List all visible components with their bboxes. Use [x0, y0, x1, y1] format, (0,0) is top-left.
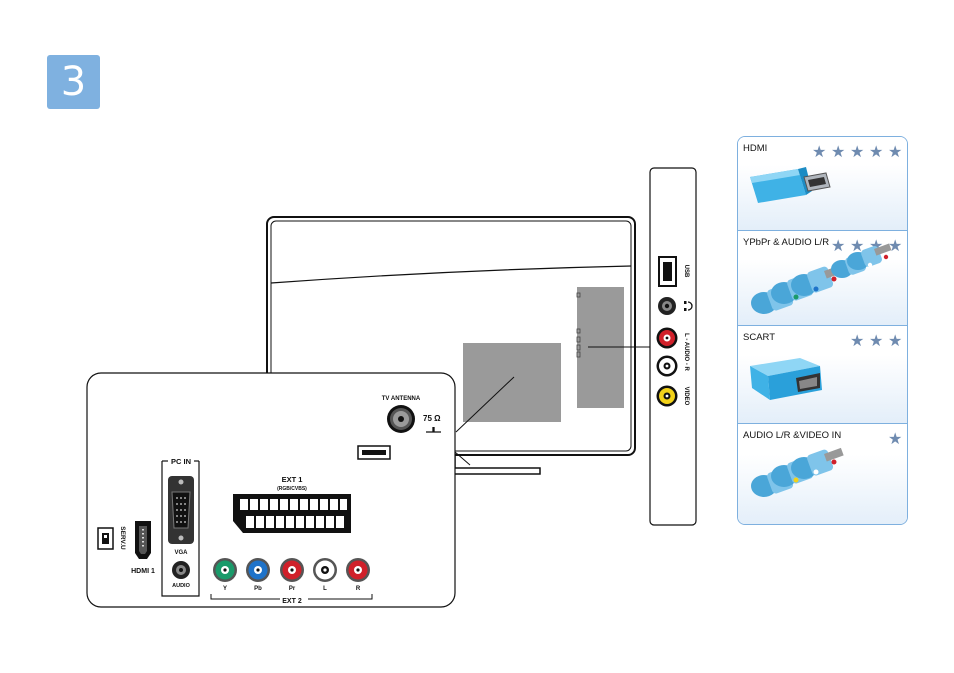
rating-stars: ★★★: [848, 331, 905, 350]
audio-port-r: [346, 558, 370, 582]
star-icon: ★: [869, 142, 884, 161]
port-label-l: L: [323, 586, 327, 592]
rear-connector-panel: TV ANTENNA 75 Ω EXT 1 (RGB/CVBS): [86, 372, 456, 608]
legend-title-hdmi: HDMI: [743, 143, 768, 154]
connection-quality-legend: HDMI ★★★★★ YPbPr & AUDIO L/R ★★★★: [737, 136, 908, 525]
ext2-label: EXT 2: [282, 598, 302, 605]
pc-in-bracket: [161, 467, 200, 597]
rear-connector-area: [463, 343, 561, 422]
port-label-y: Y: [223, 586, 227, 592]
audio-port-l: [313, 558, 337, 582]
legend-row-hdmi: HDMI ★★★★★: [738, 137, 907, 231]
hdmi1-label: HDMI 1: [131, 568, 155, 575]
ohm-label: 75 Ω: [423, 414, 441, 423]
antenna-port: [387, 405, 415, 433]
video-label: VIDEO: [683, 387, 689, 406]
component-port-pb: [246, 558, 270, 582]
star-icon: ★: [850, 236, 865, 255]
star-icon: ★: [850, 331, 865, 350]
star-icon: ★: [888, 236, 903, 255]
audio-lr-label: L - AUDIO - R: [683, 333, 689, 371]
pc-in-label: PC IN: [171, 457, 191, 466]
legend-row-composite: AUDIO L/R &VIDEO IN ★: [738, 424, 907, 524]
component-port-pr: [280, 558, 304, 582]
audio-l-port: [656, 355, 678, 377]
pc-audio-port: [172, 561, 190, 579]
audio-r-port: [656, 327, 678, 349]
serv-u-port: [97, 527, 114, 550]
coax-symbol-icon: [426, 427, 441, 433]
tv-antenna-label: TV ANTENNA: [382, 396, 421, 402]
legend-title-composite: AUDIO L/R &VIDEO IN: [743, 430, 842, 441]
scart-cable-icon: [750, 358, 822, 400]
composite-cables-icon: [751, 447, 844, 497]
star-icon: ★: [888, 429, 903, 448]
ext1-label: EXT 1: [282, 475, 303, 484]
step-number-badge: 3: [47, 55, 100, 109]
star-icon: ★: [888, 142, 903, 161]
legend-row-component: YPbPr & AUDIO L/R ★★★★: [738, 231, 907, 326]
video-port: [656, 385, 678, 407]
audio-label: AUDIO: [172, 583, 190, 589]
usb-label: USB: [683, 265, 689, 278]
component-port-y: [213, 558, 237, 582]
star-icon: ★: [850, 142, 865, 161]
port-label-r: R: [356, 586, 361, 592]
star-icon: ★: [869, 331, 884, 350]
star-icon: ★: [831, 142, 846, 161]
port-label-pb: Pb: [254, 586, 262, 592]
legend-title-component: YPbPr & AUDIO L/R: [743, 237, 830, 248]
component-cables-icon: [751, 243, 892, 314]
star-icon: ★: [812, 142, 827, 161]
side-connector-panel: USB L - AUDIO - R VIDEO: [649, 167, 697, 526]
port-label-pr: Pr: [289, 586, 296, 592]
legend-row-scart: SCART ★★★: [738, 326, 907, 424]
star-icon: ★: [888, 331, 903, 350]
legend-title-scart: SCART: [743, 332, 776, 343]
hdmi-cable-icon: [750, 167, 831, 203]
serv-u-label: SERV.U: [119, 526, 126, 550]
headphone-icon: [684, 301, 693, 311]
rating-stars: ★: [886, 429, 905, 448]
ext1-sub-label: (RGB/CVBS): [277, 486, 307, 492]
vga-label: VGA: [174, 550, 188, 556]
scart-port: [233, 494, 351, 533]
vga-port: [168, 476, 194, 544]
hdmi1-port: [135, 521, 151, 559]
rating-stars: ★★★★★: [810, 142, 905, 161]
star-icon: ★: [831, 236, 846, 255]
